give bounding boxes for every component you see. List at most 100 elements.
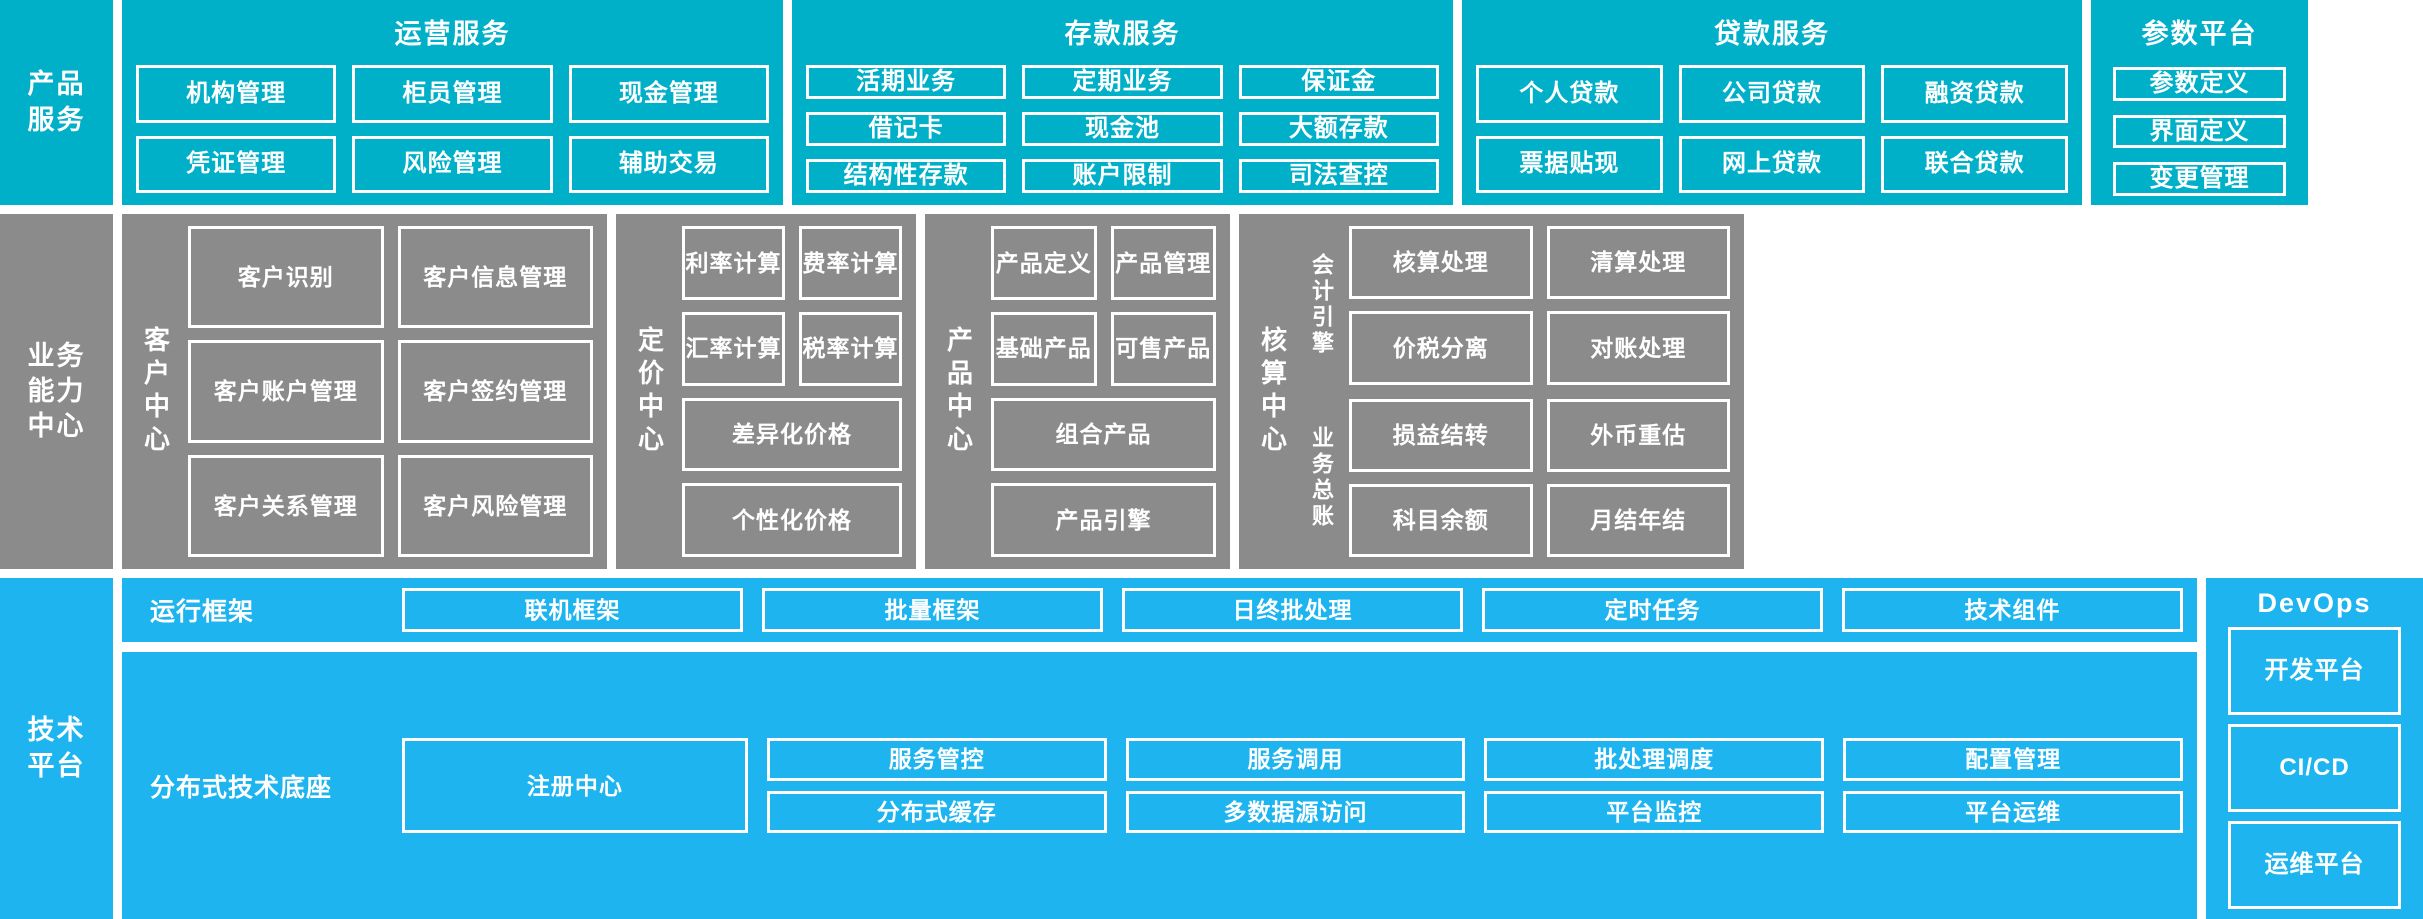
tile-settlement-processing[interactable]: 清算处理 (1546, 226, 1730, 300)
tile-change-management[interactable]: 变更管理 (2113, 162, 2286, 196)
tile-judicial-control[interactable]: 司法查控 (1238, 159, 1439, 193)
tile-product-management[interactable]: 产品管理 (1110, 226, 1216, 300)
tile-cash-pool[interactable]: 现金池 (1022, 112, 1223, 146)
tile-basic-product[interactable]: 基础产品 (991, 311, 1097, 386)
tile-time-deposit[interactable]: 定期业务 (1022, 65, 1223, 99)
group-loan-services: 贷款服务 个人贷款 公司贷款 融资贷款 票据贴现 网上贷款 联合贷款 (1462, 0, 2082, 205)
group-title-operation-services: 运营服务 (394, 19, 511, 49)
tile-financing-loan[interactable]: 融资贷款 (1881, 65, 2069, 123)
tile-customer-account-management[interactable]: 客户账户管理 (188, 340, 384, 443)
center-product-label: 产品中心 (943, 325, 974, 458)
tile-process-management[interactable]: 流程管理 (2113, 209, 2286, 244)
tech-column: 配置管理 平台运维 (1843, 738, 2183, 834)
tile-customer-risk-management[interactable]: 客户风险管理 (397, 454, 593, 557)
center-row: 损益结转 外币重估 (1349, 398, 1730, 472)
center-row: 核算处理 清算处理 (1349, 226, 1730, 300)
group-title-deposit-services: 存款服务 (1064, 19, 1181, 49)
tile-combined-product[interactable]: 组合产品 (991, 397, 1216, 472)
tile-teller-management[interactable]: 柜员管理 (352, 65, 553, 123)
tile-distributed-cache[interactable]: 分布式缓存 (766, 790, 1107, 834)
tile-interface-definition[interactable]: 界面定义 (2113, 114, 2286, 149)
tile-product-engine[interactable]: 产品引擎 (991, 483, 1216, 557)
tile-structured-deposit[interactable]: 结构性存款 (806, 159, 1007, 193)
tile-debit-card[interactable]: 借记卡 (806, 112, 1007, 146)
center-pricing: 定价中心 利率计算 费率计算 汇率计算 税率计算 差异化价格 个性化价格 (616, 214, 916, 569)
tile-eod-batch-processing[interactable]: 日终批处理 (1122, 588, 1463, 633)
tile-risk-management[interactable]: 风险管理 (352, 135, 553, 193)
layer-label-business-capability: 业务 能力 中心 (0, 214, 113, 569)
group-row: 凭证管理 风险管理 辅助交易 (136, 135, 769, 193)
tile-account-balance[interactable]: 科目余额 (1349, 483, 1533, 557)
center-accounting-label: 核算中心 (1257, 325, 1288, 458)
tile-product-definition[interactable]: 产品定义 (991, 226, 1097, 300)
center-row: 客户账户管理 客户签约管理 (188, 340, 593, 443)
tile-batch-scheduling[interactable]: 批处理调度 (1484, 738, 1825, 781)
tile-large-deposit[interactable]: 大额存款 (1238, 112, 1439, 146)
tile-parameter-release[interactable]: 参数发布 (2113, 257, 2286, 291)
tile-customer-info-management[interactable]: 客户信息管理 (397, 226, 593, 329)
layer-label-business-capability-text: 业务 能力 中心 (27, 340, 86, 442)
tile-platform-operations[interactable]: 平台运维 (1843, 790, 2183, 834)
tile-voucher-management[interactable]: 凭证管理 (136, 135, 337, 193)
tile-customer-identification[interactable]: 客户识别 (188, 226, 384, 329)
tile-customer-relation-management[interactable]: 客户关系管理 (188, 454, 384, 557)
tile-parameter-compare[interactable]: 参数对比 (2113, 304, 2286, 339)
center-pricing-label: 定价中心 (634, 325, 665, 458)
tile-reconciliation-processing[interactable]: 对账处理 (1546, 311, 1730, 385)
tile-ops-platform[interactable]: 运维平台 (2228, 821, 2401, 909)
group-deposit-services: 存款服务 活期业务 定期业务 保证金 借记卡 现金池 大额存款 结构性存款 账户… (792, 0, 1453, 205)
tile-personalized-pricing[interactable]: 个性化价格 (682, 483, 902, 557)
group-operation-services: 运营服务 机构管理 柜员管理 现金管理 凭证管理 风险管理 辅助交易 (122, 0, 783, 205)
tech-row-runtime-framework-label: 运行框架 (150, 598, 255, 627)
center-row: 科目余额 月结年结 (1349, 483, 1730, 557)
center-row: 组合产品 (991, 397, 1216, 472)
tile-platform-monitoring[interactable]: 平台监控 (1484, 790, 1825, 834)
tech-column: 批处理调度 平台监控 (1484, 738, 1825, 834)
tile-auxiliary-transaction[interactable]: 辅助交易 (568, 135, 769, 193)
tile-accounting-processing[interactable]: 核算处理 (1349, 226, 1533, 300)
tile-multi-datasource-access[interactable]: 多数据源访问 (1125, 790, 1466, 834)
tile-development-platform[interactable]: 开发平台 (2228, 627, 2401, 715)
parameter-platform-title: 参数平台 (2141, 19, 2258, 49)
tile-differential-pricing[interactable]: 差异化价格 (682, 397, 902, 472)
tile-personal-loan[interactable]: 个人贷款 (1476, 65, 1663, 123)
tile-demand-deposit[interactable]: 活期业务 (806, 65, 1007, 99)
tile-price-tax-separation[interactable]: 价税分离 (1349, 311, 1533, 385)
tile-batch-framework[interactable]: 批量框架 (762, 588, 1103, 633)
tile-month-year-end-close[interactable]: 月结年结 (1546, 483, 1730, 557)
tile-margin-deposit[interactable]: 保证金 (1238, 65, 1439, 99)
tile-corporate-loan[interactable]: 公司贷款 (1678, 65, 1866, 123)
business-capability-band: 业务 能力 中心 客户中心 客户识别 客户信息管理 客户账户管理 客户签约管理 … (0, 214, 2423, 569)
tile-profit-loss-carryover[interactable]: 损益结转 (1349, 398, 1533, 472)
tile-interest-rate-calc[interactable]: 利率计算 (682, 226, 785, 300)
group-title-loan-services: 贷款服务 (1714, 19, 1830, 49)
tile-foreign-currency-revaluation[interactable]: 外币重估 (1546, 398, 1730, 472)
tile-scheduled-task[interactable]: 定时任务 (1482, 588, 1823, 633)
tile-online-loan[interactable]: 网上贷款 (1678, 135, 1866, 193)
layer-label-product-services-text: 产品 服务 (27, 69, 86, 135)
tile-fee-rate-calc[interactable]: 费率计算 (799, 226, 902, 300)
tile-online-framework[interactable]: 联机框架 (402, 588, 743, 633)
tile-customer-contract-management[interactable]: 客户签约管理 (397, 340, 593, 443)
tile-ci-cd[interactable]: CI/CD (2228, 724, 2401, 812)
tile-service-invocation[interactable]: 服务调用 (1125, 738, 1466, 781)
center-row: 汇率计算 税率计算 (682, 311, 902, 386)
tile-registry-center[interactable]: 注册中心 (402, 738, 748, 834)
tile-sellable-product[interactable]: 可售产品 (1110, 311, 1216, 386)
tile-configuration-management[interactable]: 配置管理 (1843, 738, 2183, 781)
tile-tax-rate-calc[interactable]: 税率计算 (799, 311, 902, 386)
center-row: 产品引擎 (991, 483, 1216, 557)
tile-cash-management[interactable]: 现金管理 (568, 65, 769, 123)
tile-bill-discount[interactable]: 票据贴现 (1476, 135, 1663, 193)
tile-exchange-rate-calc[interactable]: 汇率计算 (682, 311, 785, 386)
tile-account-restriction[interactable]: 账户限制 (1022, 159, 1223, 193)
tile-org-management[interactable]: 机构管理 (136, 65, 337, 123)
tech-column: 服务管控 分布式缓存 (766, 738, 1107, 834)
tile-parameter-definition[interactable]: 参数定义 (2113, 67, 2286, 101)
tile-service-governance[interactable]: 服务管控 (766, 738, 1107, 781)
center-customer-label: 客户中心 (140, 325, 171, 458)
tile-technical-component[interactable]: 技术组件 (1842, 588, 2183, 633)
business-ledger-group: 业务总账 损益结转 外币重估 科目余额 月结年结 (1305, 398, 1730, 557)
tile-syndicated-loan[interactable]: 联合贷款 (1881, 135, 2069, 193)
